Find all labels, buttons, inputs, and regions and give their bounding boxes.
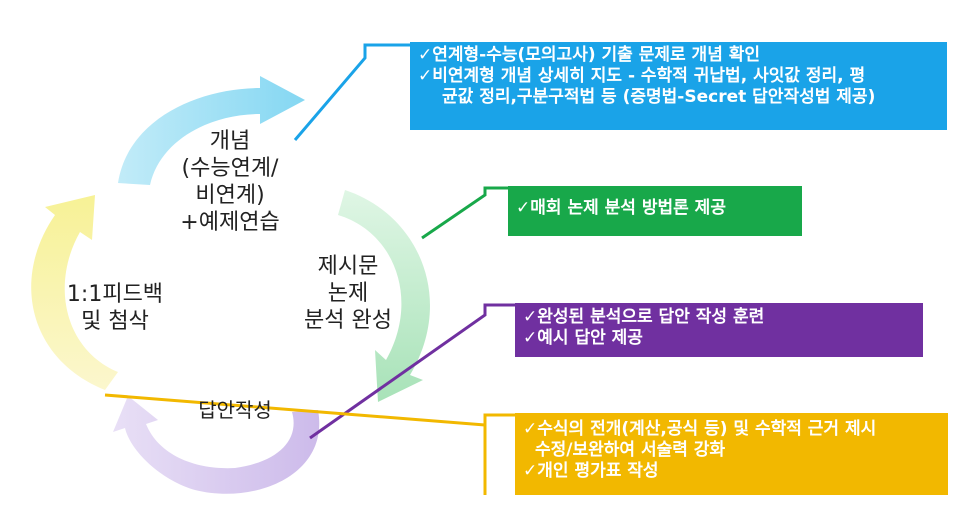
- concept-line: 비연계): [195, 183, 265, 208]
- info-line: ✓연계형-수능(모의고사) 기출 문제로 개념 확인: [418, 45, 761, 65]
- cycle-label-writing: 답안작성: [180, 397, 290, 424]
- feedback-line: 및 첨삭: [81, 309, 149, 334]
- info-line: ✓비연계형 개념 상세히 지도 - 수학적 귀납법, 사잇값 정리, 평: [418, 66, 866, 86]
- concept-line: +예제연습: [180, 210, 280, 235]
- cycle-arrow-writing: [113, 396, 320, 494]
- analysis-line: 제시문: [317, 254, 379, 279]
- concept-line: 개념: [209, 129, 251, 154]
- cycle-arrow-feedback: [31, 195, 118, 390]
- connector-feedback: [104, 393, 515, 427]
- cycle-arrow-concept: [118, 76, 305, 185]
- analysis-line: 분석 완성: [304, 308, 392, 333]
- info-box-analysis: ✓매회 논제 분석 방법론 제공: [508, 186, 802, 236]
- info-line: ✓개인 평가표 작성: [523, 461, 659, 481]
- feedback-line: 1:1피드백: [66, 282, 164, 307]
- cycle-arrow-analysis: [338, 190, 430, 402]
- connector-writing: [309, 303, 515, 440]
- cycle-label-analysis: 제시문 논제 분석 완성: [288, 253, 408, 334]
- info-line: 균값 정리,구분구적법 등 (증명법-Secret 답안작성법 제공): [442, 87, 876, 107]
- info-line: ✓예시 답안 제공: [523, 328, 643, 348]
- info-box-writing: ✓완성된 분석으로 답안 작성 훈련 ✓예시 답안 제공: [515, 303, 923, 357]
- info-line: ✓완성된 분석으로 답안 작성 훈련: [523, 307, 765, 327]
- concept-line: (수능연계/: [181, 156, 279, 181]
- connector-concept: [293, 43, 410, 141]
- info-line: 수정/보완하여 서술력 강화: [535, 440, 726, 460]
- cycle-label-feedback: 1:1피드백 및 첨삭: [55, 281, 175, 335]
- analysis-line: 논제: [327, 281, 369, 306]
- info-line: ✓매회 논제 분석 방법론 제공: [516, 198, 726, 218]
- connector-analysis: [421, 186, 508, 240]
- info-box-concept: ✓연계형-수능(모의고사) 기출 문제로 개념 확인 ✓비연계형 개념 상세히 …: [410, 42, 947, 130]
- writing-line: 답안작성: [198, 398, 272, 422]
- cycle-label-concept: 개념 (수능연계/ 비연계) +예제연습: [160, 128, 300, 236]
- info-box-feedback: ✓수식의 전개(계산,공식 등) 및 수학적 근거 제시 수정/보완하여 서술력…: [515, 413, 948, 495]
- info-line: ✓수식의 전개(계산,공식 등) 및 수학적 근거 제시: [523, 419, 877, 439]
